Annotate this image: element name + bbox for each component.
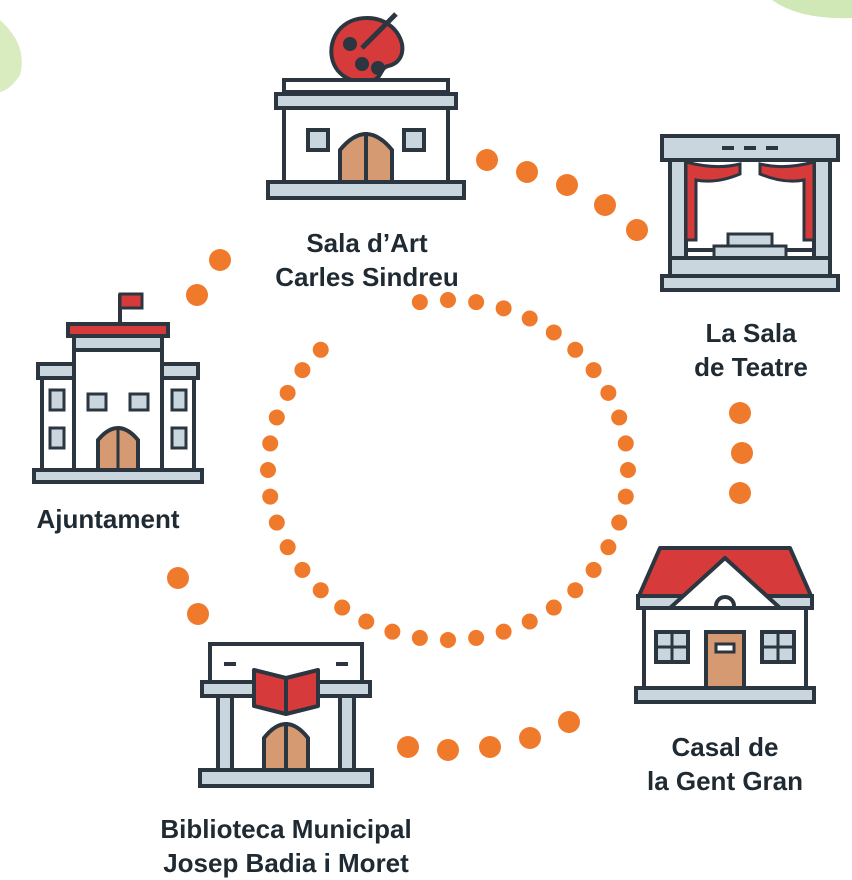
label-line: La Sala [705, 318, 797, 348]
art-gallery-icon [266, 12, 466, 200]
label-line: Josep Badia i Moret [163, 848, 409, 878]
label-line: Sala d’Art [306, 228, 428, 258]
connector-dot [556, 174, 578, 196]
node-casal: Casal de la Gent Gran [630, 540, 820, 800]
connector-dot [411, 294, 428, 311]
connector-dot [611, 409, 628, 426]
connector-dot [567, 341, 584, 358]
connector-dot [545, 324, 562, 341]
connector-dot [268, 514, 285, 531]
connector-dot [519, 727, 541, 749]
connector-dot [495, 623, 512, 640]
connector-dot [476, 149, 498, 171]
node-biblioteca: Biblioteca Municipal Josep Badia i Moret [160, 640, 412, 880]
label-line: de Teatre [694, 352, 808, 382]
connector-dot [384, 623, 401, 640]
connector-dot [397, 736, 419, 758]
connector-dot [262, 488, 279, 505]
label-line: la Gent Gran [646, 766, 804, 796]
connector-dot [186, 284, 208, 306]
connector-dot [729, 482, 751, 504]
corner-decoration-left [0, 20, 22, 92]
label-line: Ajuntament [36, 504, 180, 534]
label-line: Carles Sindreu [275, 262, 459, 292]
connector-dot [600, 384, 617, 401]
connector-dot [312, 582, 329, 599]
connector-dot [585, 561, 602, 578]
label-line: Biblioteca Municipal [160, 814, 412, 844]
connector-dot [358, 613, 375, 630]
connector-dot [495, 300, 512, 317]
connector-dot [437, 739, 459, 761]
connector-dot [440, 632, 456, 648]
connector-dot [729, 402, 751, 424]
connector-dot [468, 629, 485, 646]
node-sala-teatre: La Sala de Teatre [656, 130, 846, 390]
connector-dot [479, 736, 501, 758]
connector-dot [334, 599, 351, 616]
connector-dot [611, 514, 628, 531]
connector-dot [468, 294, 485, 311]
node-label: La Sala de Teatre [656, 316, 846, 384]
connector-dot [294, 561, 311, 578]
label-line: Casal de [671, 732, 779, 762]
connector-dot [600, 539, 617, 556]
connector-dot [312, 341, 329, 358]
node-label: Sala d’Art Carles Sindreu [242, 226, 492, 294]
connector-dot [558, 711, 580, 733]
town-hall-icon [32, 292, 204, 484]
connector-dot [167, 567, 189, 589]
connector-dot [187, 603, 209, 625]
connector-dot [545, 599, 562, 616]
connector-dot [262, 435, 279, 452]
house-icon [634, 546, 816, 704]
connector-dot [731, 442, 753, 464]
connector-dot [279, 539, 296, 556]
connector-dot [279, 384, 296, 401]
connector-dot [567, 582, 584, 599]
connector-dot [268, 409, 285, 426]
corner-decoration-right [772, 0, 852, 19]
connector-dot [594, 194, 616, 216]
connector-dot [626, 219, 648, 241]
connector-dot [516, 161, 538, 183]
connector-dot [294, 362, 311, 379]
node-label: Casal de la Gent Gran [605, 730, 845, 798]
connector-dot [521, 613, 538, 630]
node-label: Ajuntament [8, 502, 208, 536]
connector-dot [585, 362, 602, 379]
connector-dot [209, 249, 231, 271]
node-label: Biblioteca Municipal Josep Badia i Moret [126, 812, 446, 880]
connector-dot [620, 462, 636, 478]
library-book-icon [198, 642, 374, 788]
connector-dot [260, 462, 276, 478]
outer-dotted-path [167, 149, 753, 761]
theatre-stage-icon [660, 134, 840, 292]
node-ajuntament: Ajuntament [28, 290, 208, 540]
inner-dotted-circle [260, 292, 636, 648]
connector-dot [411, 629, 428, 646]
connector-dot [521, 310, 538, 327]
connector-dot [617, 488, 634, 505]
connector-dot [617, 435, 634, 452]
node-sala-art: Sala d’Art Carles Sindreu [262, 6, 472, 306]
connector-dot [440, 292, 456, 308]
